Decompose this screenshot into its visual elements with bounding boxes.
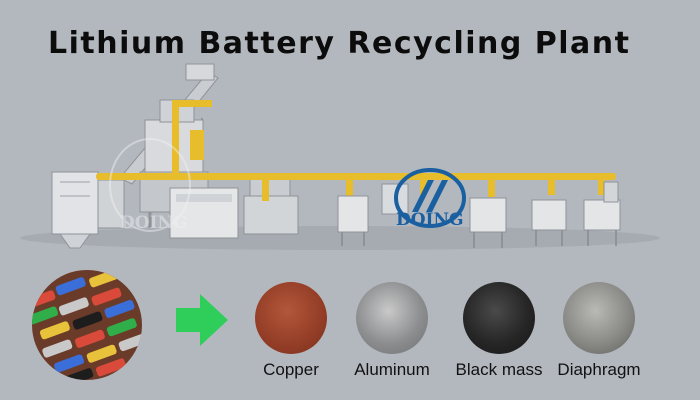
yellow-pipe-system: [96, 100, 616, 201]
page-title: Lithium Battery Recycling Plant: [48, 26, 631, 61]
watermark-logo: DOING: [109, 138, 191, 233]
aluminum-powder-disc: [356, 282, 428, 354]
sorting-chamber: [169, 175, 299, 239]
mixed-batteries-pile: [32, 270, 142, 380]
black-mass-disc: [463, 282, 535, 354]
material-diaphragm: Diaphragm: [554, 282, 644, 382]
arrow-right-icon: [176, 294, 228, 346]
watermark-text: DOING: [120, 213, 188, 233]
logo-text: DOING: [396, 210, 464, 230]
brand-logo: DOING: [394, 168, 466, 230]
material-copper: Copper: [246, 282, 336, 382]
material-label: Aluminum: [354, 360, 430, 379]
dust-collector: [51, 171, 125, 249]
recycling-plant-illustration: DOING DOING: [20, 63, 660, 250]
material-label: Black mass: [455, 360, 543, 379]
material-label: Diaphragm: [557, 360, 641, 379]
processing-stations: [337, 181, 621, 248]
material-label: Copper: [263, 360, 319, 379]
batteries-icon: [32, 270, 142, 380]
copper-powder-disc: [255, 282, 327, 354]
material-black-mass: Black mass: [454, 282, 544, 382]
material-aluminum: Aluminum: [347, 282, 437, 382]
diaphragm-disc: [563, 282, 635, 354]
